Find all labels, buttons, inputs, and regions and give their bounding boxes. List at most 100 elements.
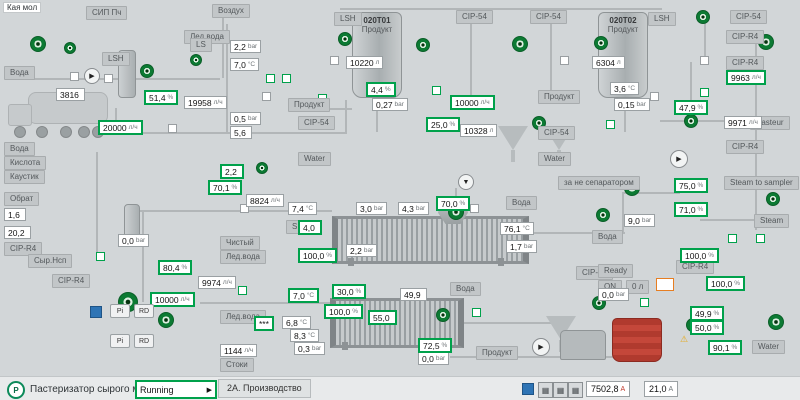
label-produkt: Продукт bbox=[538, 90, 581, 104]
valve-icon[interactable] bbox=[696, 10, 710, 24]
valve-position[interactable]: 100,0% bbox=[680, 248, 720, 263]
pump-icon[interactable]: ▶ bbox=[670, 150, 688, 168]
readout-temp: 7,0°C bbox=[230, 58, 260, 71]
valve-position[interactable]: 4,4% bbox=[366, 82, 396, 97]
pipe bbox=[200, 302, 330, 304]
valve-icon[interactable] bbox=[30, 36, 46, 52]
cip-red-tank[interactable] bbox=[612, 318, 662, 362]
label-voda: Вода bbox=[4, 142, 35, 156]
valve-position[interactable]: 71,0% bbox=[674, 202, 709, 217]
valve-position[interactable]: 70,1% bbox=[208, 180, 243, 195]
status-indicator bbox=[282, 74, 291, 83]
rd-button[interactable]: RD bbox=[134, 304, 154, 318]
play-icon: ▶ bbox=[206, 386, 212, 394]
grid-view-button[interactable]: ▦ bbox=[538, 382, 553, 398]
valve-icon[interactable] bbox=[64, 42, 76, 54]
pump-icon[interactable]: ▼ bbox=[458, 174, 474, 190]
valve-position[interactable]: 51,4% bbox=[144, 90, 179, 105]
valve-position[interactable]: 100,0% bbox=[706, 276, 746, 291]
pump-icon[interactable]: ▶ bbox=[532, 338, 550, 356]
valve-position[interactable]: 30,0% bbox=[332, 284, 367, 299]
valve-icon[interactable] bbox=[766, 192, 780, 206]
grid-view-button[interactable]: ▦ bbox=[553, 382, 568, 398]
valve-icon[interactable] bbox=[594, 36, 608, 50]
setpoint[interactable]: 2,2 bbox=[220, 164, 244, 179]
valve-icon[interactable] bbox=[512, 36, 528, 52]
pipe bbox=[222, 16, 224, 78]
label-syr: Сыр.Нсп bbox=[28, 254, 73, 268]
label-cipr4: CIP-R4 bbox=[726, 140, 765, 154]
status-indicator bbox=[756, 234, 765, 243]
tab-production[interactable]: 2А. Производство bbox=[218, 379, 311, 398]
grid-view-button[interactable]: ▦ bbox=[568, 382, 583, 398]
run-state-box[interactable]: Running ▶ bbox=[135, 380, 217, 399]
valve-position[interactable]: 49,9% bbox=[690, 306, 725, 321]
valve-position[interactable]: 100,0% bbox=[298, 248, 338, 263]
valve-position[interactable]: 70,0% bbox=[436, 196, 471, 211]
label-water: Water bbox=[538, 152, 572, 166]
label-zero-l: 0 л bbox=[626, 280, 650, 294]
readout-temp: 7,4°C bbox=[288, 202, 318, 215]
warning-icon: ⚠ bbox=[680, 334, 689, 344]
label-cipr4: CIP-R4 bbox=[726, 30, 765, 44]
phe-leg bbox=[348, 258, 354, 266]
valve-position[interactable]: 47,9% bbox=[674, 100, 709, 115]
readout-stars: *** bbox=[254, 316, 274, 331]
label-ready: Ready bbox=[598, 264, 634, 278]
rd-button[interactable]: RD bbox=[134, 334, 154, 348]
valve-position[interactable]: 100,0% bbox=[324, 304, 364, 319]
blue-square-button[interactable] bbox=[522, 383, 534, 395]
pipe bbox=[622, 192, 680, 194]
valve-position[interactable]: 72,5% bbox=[418, 338, 453, 353]
label-led-voda: Лед.вода bbox=[220, 250, 266, 264]
valve-icon[interactable] bbox=[140, 64, 154, 78]
label-lsh: LSH bbox=[102, 52, 130, 66]
valve-icon[interactable] bbox=[338, 32, 352, 46]
valve-icon[interactable] bbox=[416, 38, 430, 52]
valve-icon[interactable] bbox=[256, 162, 268, 174]
pi-button[interactable]: Pi bbox=[110, 334, 130, 348]
valve-position[interactable]: 80,4% bbox=[158, 260, 193, 275]
setpoint[interactable]: 55,0 bbox=[368, 310, 397, 325]
valve-icon[interactable] bbox=[158, 312, 174, 328]
instrument-box bbox=[168, 124, 177, 133]
pipe bbox=[345, 100, 347, 132]
valve-position[interactable]: 90,1% bbox=[708, 340, 743, 355]
valve-icon[interactable] bbox=[436, 308, 450, 322]
label-cip54: CIP-54 bbox=[456, 10, 493, 24]
pump-unit[interactable] bbox=[560, 330, 606, 360]
valve-position[interactable]: 75,0% bbox=[674, 178, 709, 193]
valve-position[interactable]: 25,0% bbox=[426, 117, 461, 132]
label-water: Water bbox=[752, 340, 786, 354]
temp-setpoint[interactable]: 7,0°C bbox=[288, 288, 320, 303]
setpoint[interactable]: 4,0 bbox=[298, 220, 322, 235]
valve-icon[interactable] bbox=[596, 208, 610, 222]
setpoint[interactable]: 50,0% bbox=[690, 320, 725, 335]
label-obrat: Обрат bbox=[4, 192, 40, 206]
label-lsh: LSH bbox=[334, 12, 362, 26]
readout-temp: 3,6°C bbox=[610, 82, 640, 95]
readout-temp: 5,6 bbox=[230, 126, 252, 139]
pump-icon[interactable]: ▶ bbox=[84, 68, 100, 84]
unit-badge: P bbox=[7, 381, 25, 399]
valve-icon[interactable] bbox=[684, 114, 698, 128]
funnel bbox=[498, 126, 528, 150]
instrument-box bbox=[470, 204, 479, 213]
valve-icon[interactable] bbox=[768, 314, 784, 330]
pi-button[interactable]: Pi bbox=[110, 304, 130, 318]
status-indicator bbox=[472, 308, 481, 317]
valve-icon[interactable] bbox=[190, 54, 202, 66]
status-indicator bbox=[266, 74, 275, 83]
